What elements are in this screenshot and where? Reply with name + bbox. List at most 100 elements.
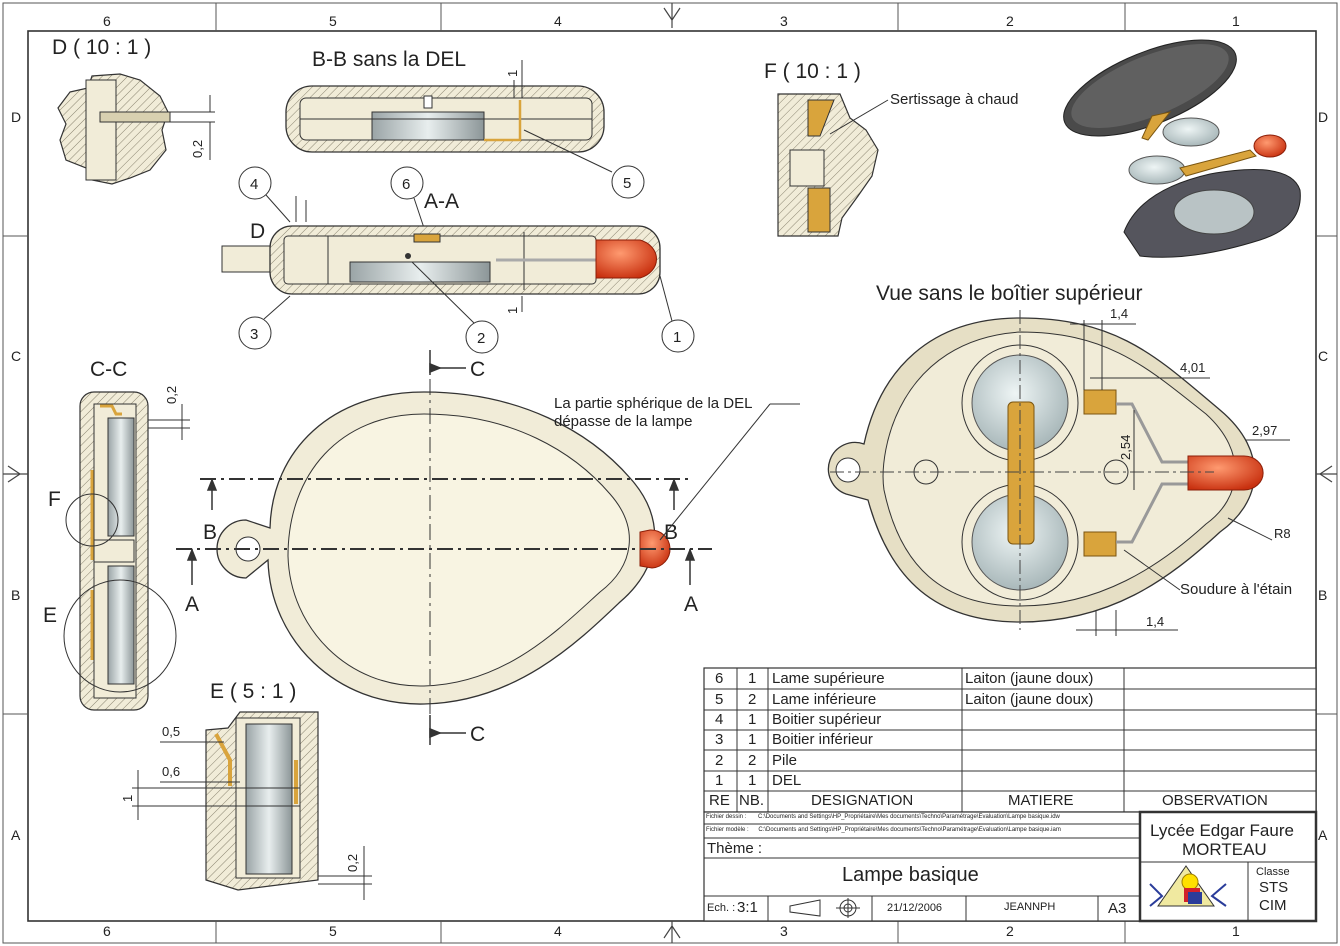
cut-b-left: B: [203, 521, 217, 544]
parts-row: 3 1 Boitier inférieur: [704, 731, 1316, 751]
dim-2-54: 2,54: [1118, 435, 1133, 460]
balloon-2: 2: [411, 261, 499, 354]
section-aa-detail-label: D: [250, 220, 265, 243]
balloon-1: 1: [659, 275, 695, 353]
class-cim: CIM: [1259, 897, 1287, 914]
balloon-3: 3: [238, 295, 291, 350]
class-label: Classe: [1256, 866, 1290, 878]
parts-row: 4 1 Boitier supérieur: [704, 711, 1316, 731]
detail-e-title: E ( 5 : 1 ): [210, 680, 296, 703]
drawing-title: Lampe basique: [842, 864, 979, 886]
part-qty: 1: [748, 711, 757, 728]
part-designation: Lame inférieure: [772, 691, 877, 708]
col-label: 4: [554, 923, 562, 939]
drawing-date: 21/12/2006: [887, 902, 943, 914]
col-label: 5: [329, 923, 337, 939]
svg-text:3: 3: [250, 326, 258, 343]
dim-1-4-top: 1,4: [1110, 306, 1128, 321]
dim-2-97: 2,97: [1252, 423, 1277, 438]
part-ref: 6: [715, 670, 724, 687]
row-labels-left: D C B A: [11, 109, 21, 843]
svg-text:4: 4: [250, 176, 258, 193]
section-bb-title: B-B sans la DEL: [312, 48, 466, 71]
school-logo-icon: [1149, 865, 1227, 907]
file-drawing-label: Fichier dessin :: [706, 814, 747, 820]
part-qty: 2: [748, 752, 757, 769]
detail-f-title: F ( 10 : 1 ): [764, 60, 861, 83]
section-cc-view: C-C 0,2 F E: [43, 358, 190, 711]
header-material: MATIERE: [1008, 792, 1074, 809]
col-label: 2: [1006, 13, 1014, 29]
main-view: C C B B A A La partie sphérique de la DE…: [176, 350, 800, 746]
scale-value: 3:1: [737, 899, 758, 916]
detail-e-dim-06: 0,6: [162, 764, 180, 779]
title-block: [703, 810, 1318, 923]
school-town: MORTEAU: [1182, 840, 1267, 859]
led-note-line-1: La partie sphérique de la DEL: [554, 395, 752, 412]
svg-text:2: 2: [477, 330, 485, 347]
exploded-3d-view: [1063, 39, 1301, 258]
title-block-text: Fichier dessin : C:\Documents and Settin…: [704, 812, 1316, 921]
header-qty: NB.: [739, 792, 765, 809]
svg-text:6: 6: [402, 176, 410, 193]
part-designation: Boitier inférieur: [772, 731, 873, 748]
column-labels-top: 6 5 4 3 2 1: [103, 13, 1240, 29]
row-label: C: [1318, 348, 1328, 364]
detail-d-dim: 0,2: [190, 140, 205, 158]
column-labels-bottom: 6 5 4 3 2 1: [103, 923, 1240, 939]
part-material: Laiton (jaune doux): [965, 670, 1094, 687]
parts-list: [703, 667, 1317, 813]
dim-1-4-bottom: 1,4: [1146, 614, 1164, 629]
part-designation: Lame supérieure: [772, 670, 885, 687]
cut-a-right: A: [684, 593, 698, 616]
row-label: C: [11, 348, 21, 364]
part-designation: Pile: [772, 752, 798, 769]
detail-e-dim-02: 0,2: [345, 854, 360, 872]
section-bb-view: B-B sans la DEL 1: [285, 48, 613, 173]
top-view-title: Vue sans le boîtier supérieur: [876, 282, 1143, 305]
top-view: Vue sans le boîtier supérieur 1,4: [827, 282, 1292, 636]
projection-symbol-icon: [789, 898, 860, 918]
dim-4-01: 4,01: [1180, 360, 1205, 375]
svg-text:5: 5: [623, 175, 631, 192]
parts-row: 5 2 Lame inférieure Laiton (jaune doux): [704, 691, 1316, 711]
row-label: A: [11, 827, 21, 843]
section-aa-title: A-A: [424, 190, 459, 213]
file-model-label: Fichier modèle :: [706, 827, 749, 833]
detail-f-view: F ( 10 : 1 ) Sertissage à chaud: [764, 60, 1018, 237]
col-label: 1: [1232, 13, 1240, 29]
cut-a-left: A: [185, 593, 199, 616]
detail-e-marker: E: [43, 604, 57, 627]
row-label: D: [1318, 109, 1328, 125]
part-ref: 2: [715, 752, 724, 769]
part-designation: Boitier supérieur: [772, 711, 882, 728]
detail-e-view: E ( 5 : 1 ) 0,5 0,6 1 0,2: [120, 680, 372, 900]
col-label: 6: [103, 923, 111, 939]
part-qty: 1: [748, 772, 757, 789]
header-ref: RE: [709, 792, 730, 809]
part-qty: 2: [748, 691, 757, 708]
detail-f-note: Sertissage à chaud: [890, 91, 1018, 108]
detail-e-dim-1: 1: [120, 795, 135, 802]
parts-header-row: RE NB. DESIGNATION MATIERE OBSERVATION: [704, 792, 1316, 812]
part-material: Laiton (jaune doux): [965, 691, 1094, 708]
col-label: 4: [554, 13, 562, 29]
theme-label: Thème :: [707, 840, 763, 857]
part-ref: 5: [715, 691, 724, 708]
row-label: D: [11, 109, 21, 125]
sheet-format: A3: [1108, 900, 1127, 917]
school-name: Lycée Edgar Faure: [1150, 821, 1294, 840]
balloon-6: 6: [390, 166, 427, 235]
section-cc-dim: 0,2: [164, 386, 179, 404]
detail-e-dim-05: 0,5: [162, 724, 180, 739]
file-drawing-line: Fichier dessin : C:\Documents and Settin…: [706, 814, 1060, 820]
row-label: A: [1318, 827, 1328, 843]
col-label: 5: [329, 13, 337, 29]
row-label: B: [1318, 587, 1327, 603]
col-label: 1: [1232, 923, 1240, 939]
parts-list-text: 6 1 Lame supérieure Laiton (jaune doux) …: [704, 668, 1316, 812]
header-observation: OBSERVATION: [1162, 792, 1268, 809]
drawing-author: JEANNPH: [1004, 901, 1056, 913]
